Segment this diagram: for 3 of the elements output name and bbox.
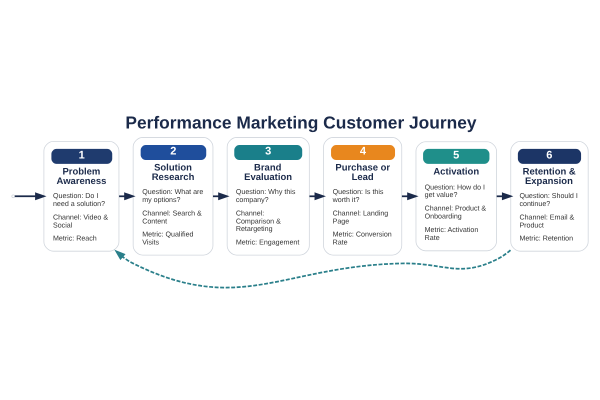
arrow	[14, 192, 46, 200]
diagram-title: Performance Marketing Customer Journey	[125, 112, 477, 132]
arrow	[114, 250, 512, 288]
